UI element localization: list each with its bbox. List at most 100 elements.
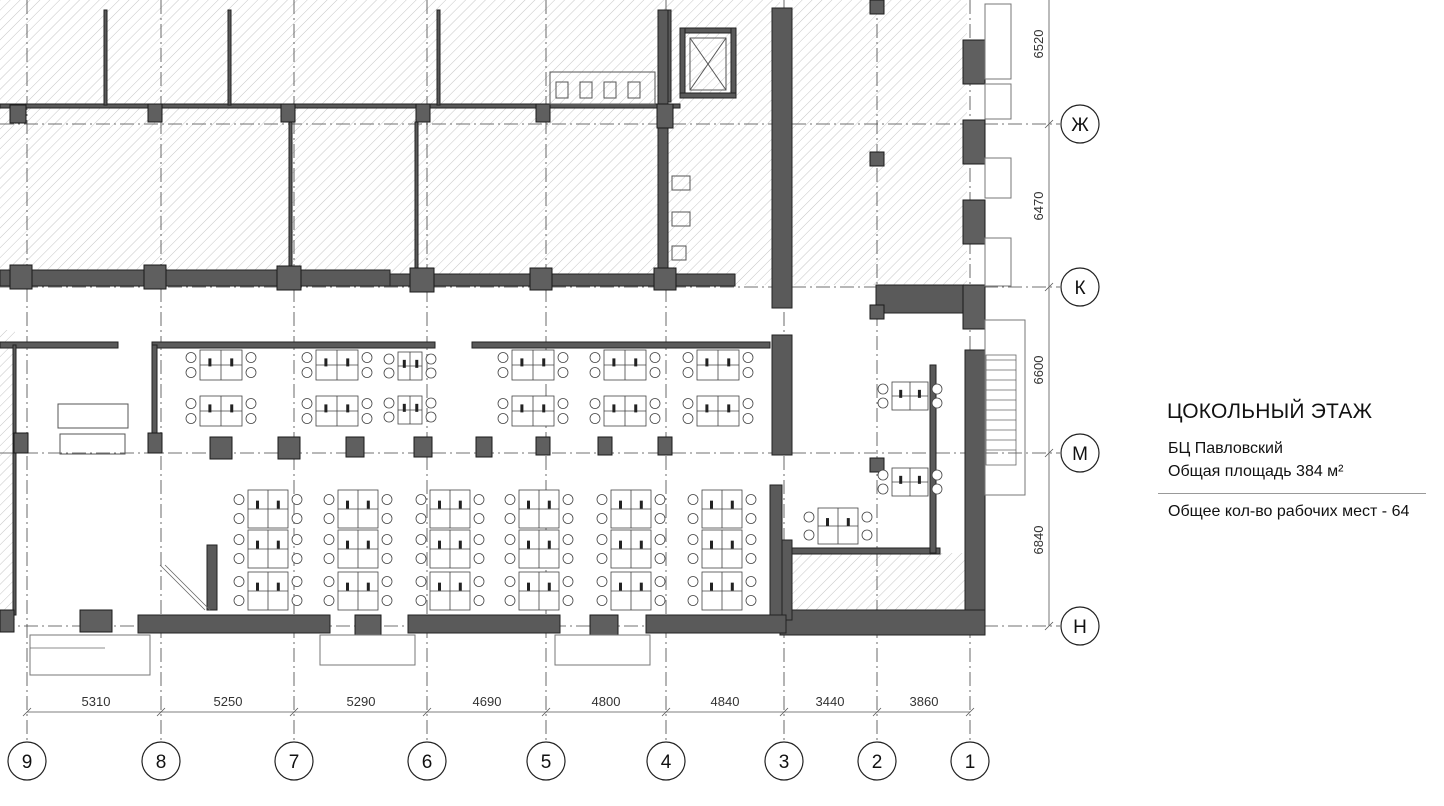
chair	[654, 576, 666, 587]
svg-text:3: 3	[779, 752, 790, 773]
monitor	[256, 500, 259, 509]
monitor	[438, 500, 441, 509]
desk-cluster	[185, 349, 257, 381]
chair	[742, 413, 754, 424]
chair	[687, 494, 699, 505]
monitor	[899, 389, 903, 398]
plan-legend: ЦОКОЛЬНЫЙ ЭТАЖ БЦ Павловский Общая площа…	[1158, 400, 1438, 521]
monitor	[705, 404, 709, 413]
chair	[687, 553, 699, 564]
chair	[803, 511, 815, 523]
desk-cluster	[589, 349, 661, 381]
desk-cluster	[233, 571, 303, 611]
chair	[557, 352, 569, 363]
chair	[383, 353, 395, 365]
desk-cluster	[233, 529, 303, 569]
chair	[931, 483, 943, 495]
chair	[504, 534, 516, 545]
chair	[323, 576, 335, 587]
chair	[381, 576, 393, 587]
axis-marker-column-5: 5	[526, 741, 566, 781]
chair	[473, 534, 485, 545]
dimension-tick	[872, 707, 882, 717]
chair	[361, 413, 373, 424]
monitor	[826, 518, 829, 527]
chair	[291, 513, 303, 524]
svg-text:5: 5	[541, 752, 552, 773]
chair	[654, 595, 666, 606]
chair	[381, 595, 393, 606]
desk-cluster	[877, 467, 943, 497]
chair	[745, 576, 757, 587]
dimension-tick	[156, 707, 166, 717]
svg-text:Н: Н	[1073, 617, 1087, 638]
hatched-areas	[0, 0, 967, 620]
chair	[504, 595, 516, 606]
desk-cluster	[877, 381, 943, 411]
chair	[742, 367, 754, 378]
chair	[745, 553, 757, 564]
chair	[497, 413, 509, 424]
dim-label-m-n: 6840	[1031, 526, 1046, 555]
dim-label-6-5: 4690	[473, 694, 502, 709]
chair	[185, 352, 197, 363]
desk-cluster	[415, 529, 485, 569]
axis-marker-column-8: 8	[141, 741, 181, 781]
desk-cluster	[504, 571, 574, 611]
chair	[596, 513, 608, 524]
chair	[654, 494, 666, 505]
monitor	[458, 540, 462, 549]
desk-cluster	[185, 395, 257, 427]
axis-marker-row-k: К	[1060, 267, 1100, 307]
chair	[877, 383, 889, 395]
chair	[473, 513, 485, 524]
chair	[562, 534, 574, 545]
column-axis-markers: 9 8 7 6 5 4 3 2 1	[7, 741, 990, 781]
chair	[877, 469, 889, 481]
monitor	[324, 358, 328, 367]
dim-label-zh-k: 6470	[1031, 192, 1046, 221]
axis-marker-row-zh: Ж	[1060, 104, 1100, 144]
chair	[931, 469, 943, 481]
chair	[425, 411, 437, 423]
monitor	[917, 389, 921, 398]
desk-cluster	[687, 529, 757, 569]
dim-label-2-1: 3860	[910, 694, 939, 709]
dim-label-7-6: 5290	[347, 694, 376, 709]
chair	[654, 534, 666, 545]
desk-cluster	[323, 571, 393, 611]
chair	[649, 413, 661, 424]
monitor	[230, 358, 234, 367]
monitor	[276, 582, 280, 591]
desk-cluster	[497, 395, 569, 427]
chair	[383, 367, 395, 379]
monitor	[346, 582, 349, 591]
axis-marker-row-n: Н	[1060, 606, 1100, 646]
chair	[425, 367, 437, 379]
chair	[185, 367, 197, 378]
chair	[682, 352, 694, 363]
chair	[381, 494, 393, 505]
row-axis-markers: Ж К М Н	[1060, 104, 1100, 646]
monitor	[527, 582, 530, 591]
dimension-tick	[541, 707, 551, 717]
chair	[291, 576, 303, 587]
desk-cluster	[687, 571, 757, 611]
monitor	[710, 500, 713, 509]
chair	[497, 352, 509, 363]
desk-cluster	[803, 507, 873, 545]
monitor	[846, 518, 850, 527]
axis-marker-column-4: 4	[646, 741, 686, 781]
dim-label-9-8: 5310	[82, 694, 111, 709]
chair	[415, 595, 427, 606]
vertical-dimensions: 6520 6470 6600 6840	[1031, 30, 1046, 555]
monitor	[438, 540, 441, 549]
monitor	[612, 404, 616, 413]
monitor	[256, 582, 259, 591]
dimension-tick	[1044, 119, 1054, 129]
chair	[596, 595, 608, 606]
monitor	[547, 540, 551, 549]
dimension-tick	[1044, 282, 1054, 292]
chair	[861, 511, 873, 523]
monitor	[346, 404, 350, 413]
